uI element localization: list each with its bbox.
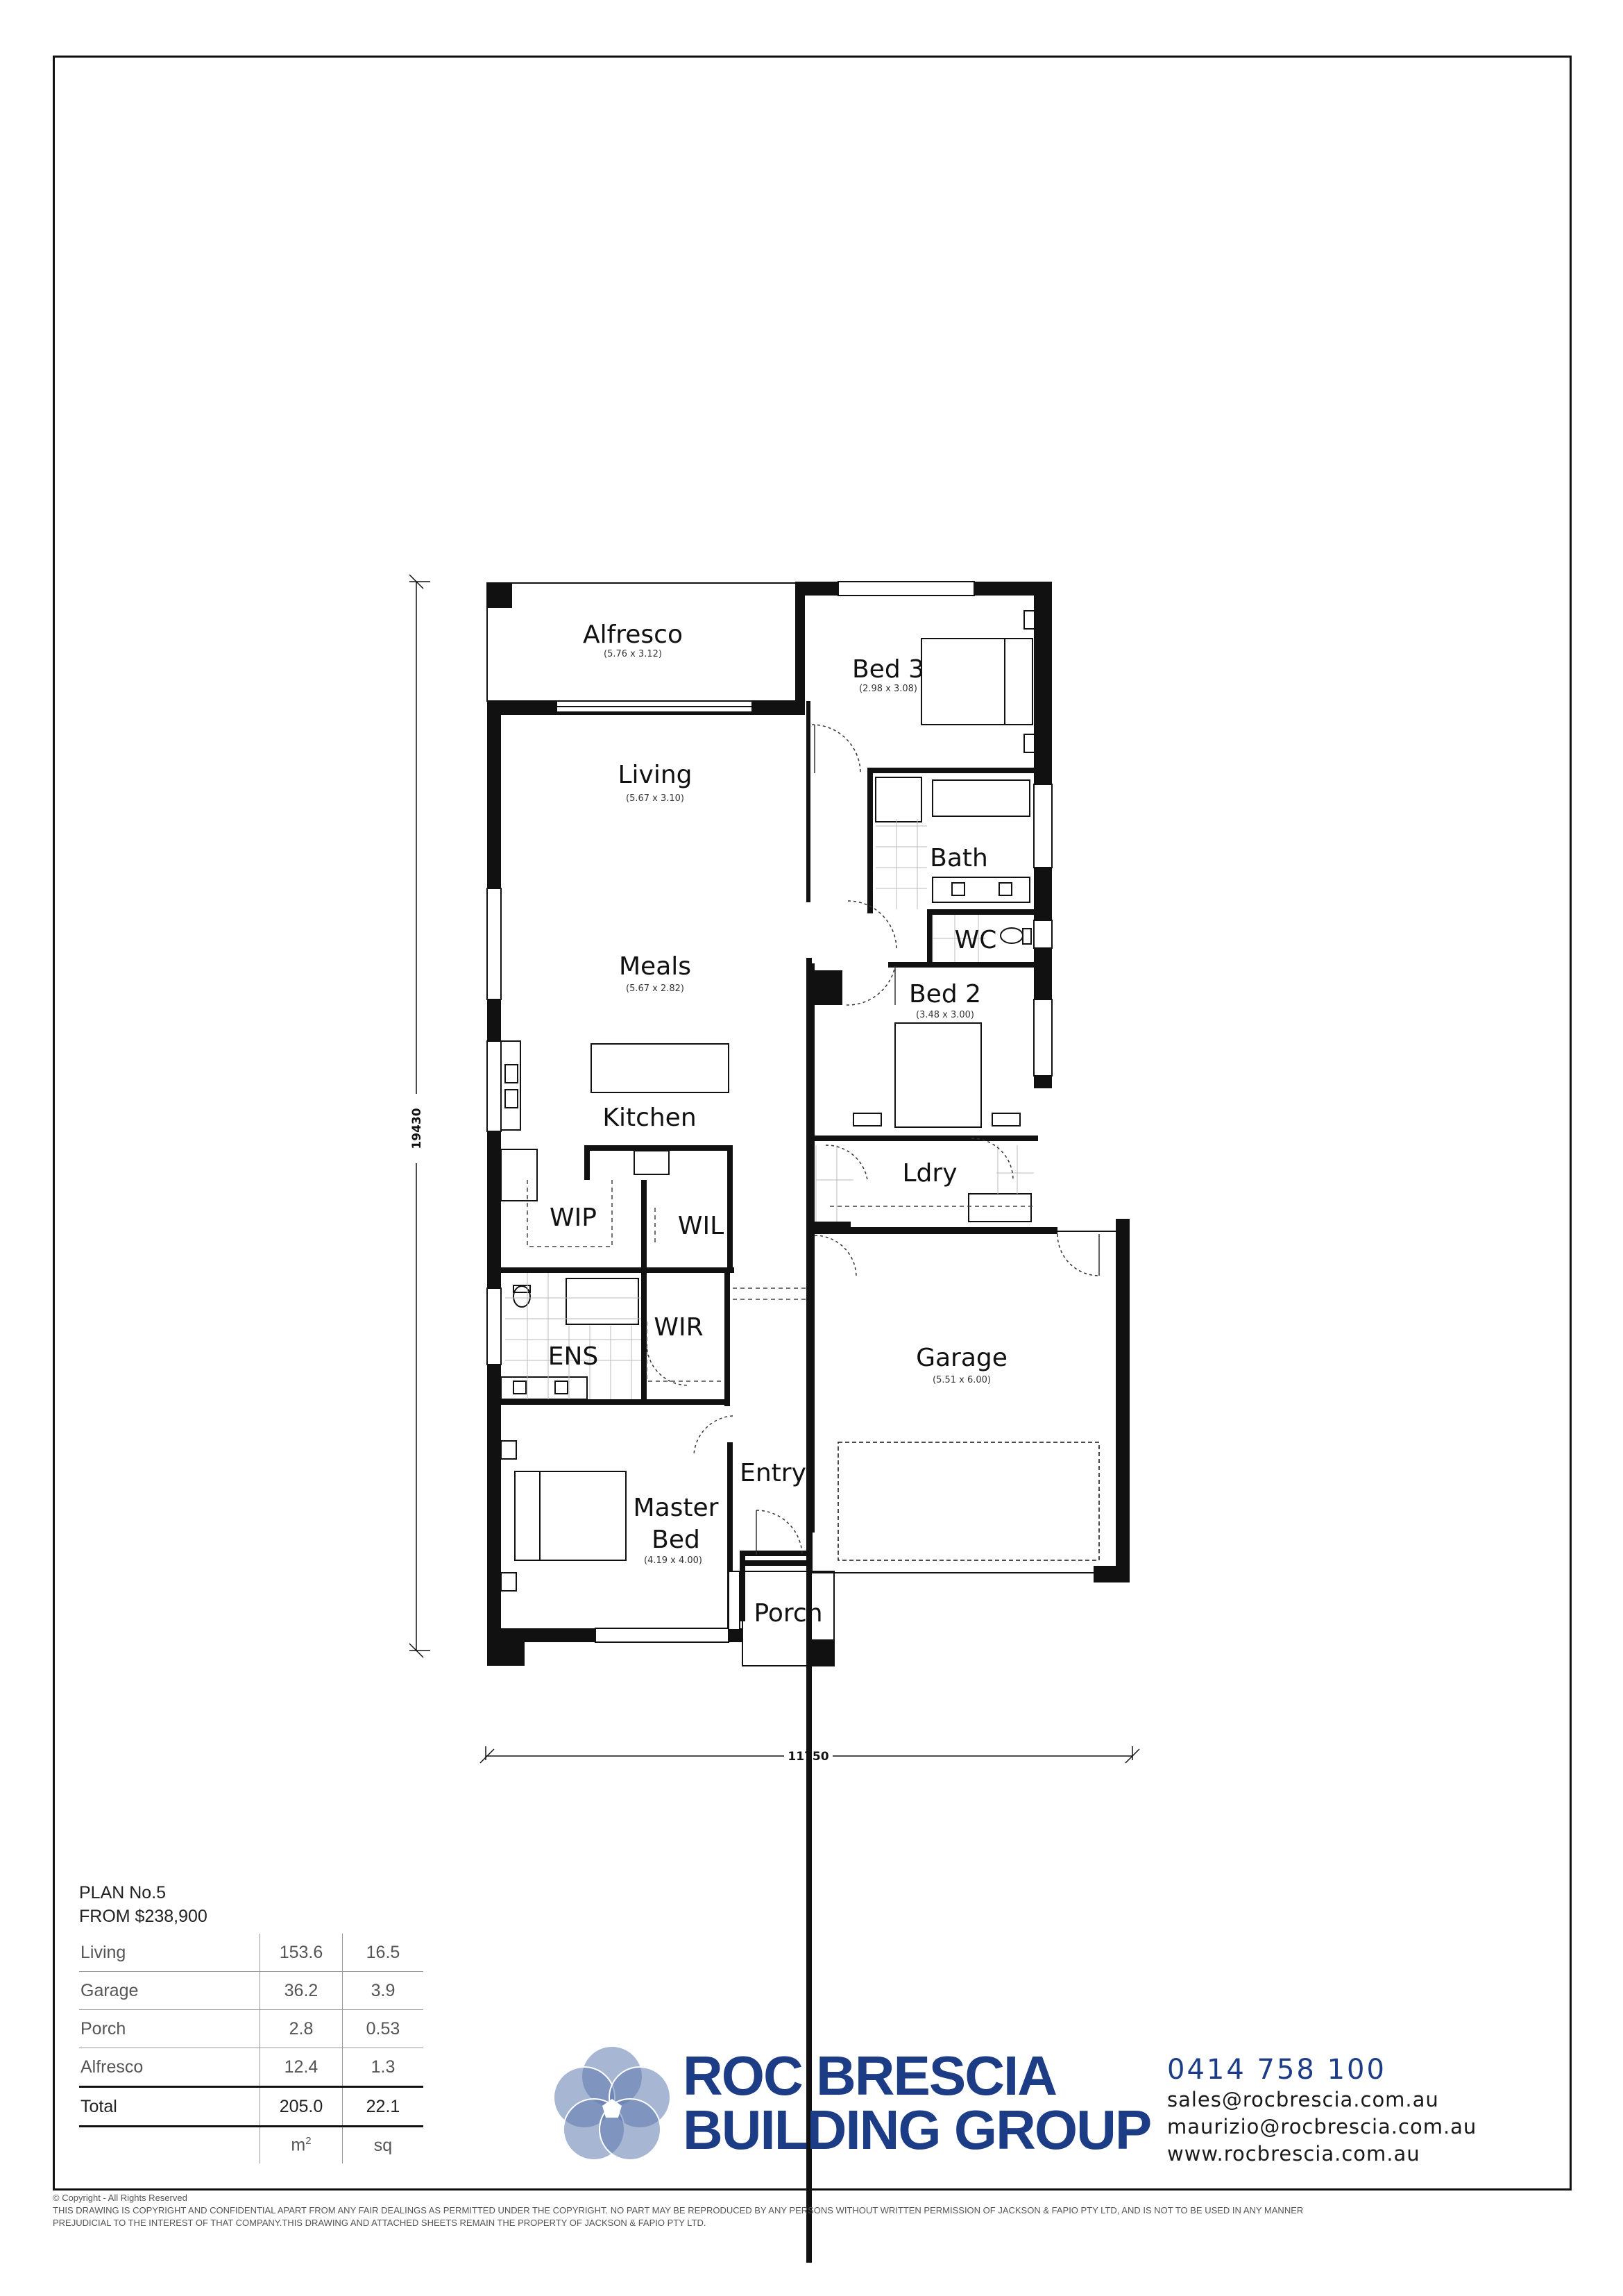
label-master-line2: Bed	[652, 1526, 700, 1554]
label-ens: ENS	[548, 1342, 599, 1371]
table-row: Living 153.6 16.5	[79, 1934, 423, 1972]
drawing-border	[53, 56, 1572, 2191]
dims-master: (4.19 x 4.00)	[644, 1555, 702, 1566]
table-total-row: Total 205.0 22.1	[79, 2086, 423, 2127]
label-porch: Porch	[754, 1599, 822, 1628]
copyright-text: © Copyright - All Rights Reserved	[53, 2193, 187, 2203]
dims-living: (5.67 x 3.10)	[626, 793, 684, 804]
dims-bed2: (3.48 x 3.00)	[916, 1010, 974, 1020]
label-wc: WC	[955, 926, 997, 954]
area-m2: 36.2	[260, 1971, 343, 2010]
area-sq: 3.9	[342, 1971, 423, 2010]
dimension-width	[479, 1746, 1140, 1764]
dims-garage: (5.51 x 6.00)	[933, 1375, 991, 1385]
label-bed3: Bed 3	[852, 655, 924, 684]
area-m2: 12.4	[260, 2048, 343, 2087]
label-ldry: Ldry	[902, 1159, 957, 1188]
email-maurizio[interactable]: maurizio@rocbrescia.com.au	[1167, 2115, 1477, 2138]
phone-number[interactable]: 0414 758 100	[1167, 2054, 1386, 2086]
website-link[interactable]: www.rocbrescia.com.au	[1167, 2142, 1420, 2166]
label-alfresco: Alfresco	[583, 621, 683, 649]
label-garage: Garage	[916, 1344, 1008, 1372]
unit-m2-sup: 2	[305, 2135, 312, 2147]
company-name: ROC BRESCIA BUILDING GROUP	[683, 2045, 1152, 2161]
area-schedule-table: Living 153.6 16.5 Garage 36.2 3.9 Porch …	[79, 1934, 423, 2163]
plan-number: PLAN No.5	[79, 1883, 167, 1902]
dims-alfresco: (5.76 x 3.12)	[604, 649, 662, 659]
table-row: Alfresco 12.4 1.3	[79, 2048, 423, 2087]
label-living: Living	[618, 761, 692, 789]
label-wip: WIP	[550, 1204, 597, 1232]
dims-bed3: (2.98 x 3.08)	[859, 684, 917, 694]
plan-price: FROM $238,900	[79, 1907, 207, 1926]
windows	[486, 581, 1118, 1666]
plan-info: PLAN No.5 FROM $238,900	[79, 1881, 207, 1928]
email-sales[interactable]: sales@rocbrescia.com.au	[1167, 2088, 1439, 2111]
table-row: Garage 36.2 3.9	[79, 1971, 423, 2010]
area-label: Alfresco	[79, 2048, 260, 2087]
unit-m2: m2	[260, 2126, 343, 2163]
area-sq: 16.5	[342, 1934, 423, 1972]
area-label: Garage	[79, 1971, 260, 2010]
label-meals: Meals	[619, 952, 691, 981]
unit-m2-text: m	[291, 2135, 306, 2155]
area-m2: 153.6	[260, 1934, 343, 1972]
label-wil: WIL	[678, 1212, 724, 1240]
dims-meals: (5.67 x 2.82)	[626, 984, 684, 994]
area-m2: 2.8	[260, 2009, 343, 2048]
tile-grids	[505, 819, 1034, 1399]
area-sq: 0.53	[342, 2009, 423, 2048]
label-bath: Bath	[930, 844, 988, 872]
label-kitchen: Kitchen	[602, 1104, 696, 1132]
dimension-depth	[409, 574, 430, 1658]
depth-dimension-label: 19430	[410, 1108, 424, 1149]
legal-text-1: THIS DRAWING IS COPYRIGHT AND CONFIDENTI…	[53, 2205, 1304, 2215]
legal-footer: © Copyright - All Rights Reserved THIS D…	[53, 2192, 1572, 2229]
company-logo-icon	[553, 2045, 671, 2161]
label-bed2: Bed 2	[909, 980, 981, 1008]
legal-text-2: PREJUDICIAL TO THE INTEREST OF THAT COMP…	[53, 2218, 706, 2228]
company-name-line1: ROC BRESCIA	[683, 2045, 1057, 2107]
area-sq: 1.3	[342, 2048, 423, 2087]
unit-sq: sq	[342, 2126, 423, 2163]
total-sq: 22.1	[342, 2086, 423, 2127]
units-spacer	[79, 2127, 260, 2164]
door-swings	[646, 724, 1100, 1555]
contact-details: 0414 758 100 sales@rocbrescia.com.au mau…	[1167, 2053, 1477, 2168]
company-name-line2: BUILDING GROUP	[683, 2099, 1152, 2161]
total-label: Total	[79, 2086, 260, 2127]
area-label: Living	[79, 1934, 260, 1972]
table-row: Porch 2.8 0.53	[79, 2009, 423, 2048]
area-label: Porch	[79, 2009, 260, 2048]
width-dimension-label: 11750	[788, 1750, 829, 1764]
total-m2: 205.0	[260, 2086, 343, 2127]
dashed-lines	[527, 1180, 1034, 1382]
room-labels: Alfresco (5.76 x 3.12) Bed 3 (2.98 x 3.0…	[548, 621, 1008, 1628]
label-master-line1: Master	[634, 1494, 719, 1522]
table-units-row: m2 sq	[79, 2126, 423, 2164]
label-entry: Entry	[740, 1459, 806, 1487]
label-wir: WIR	[654, 1313, 703, 1342]
